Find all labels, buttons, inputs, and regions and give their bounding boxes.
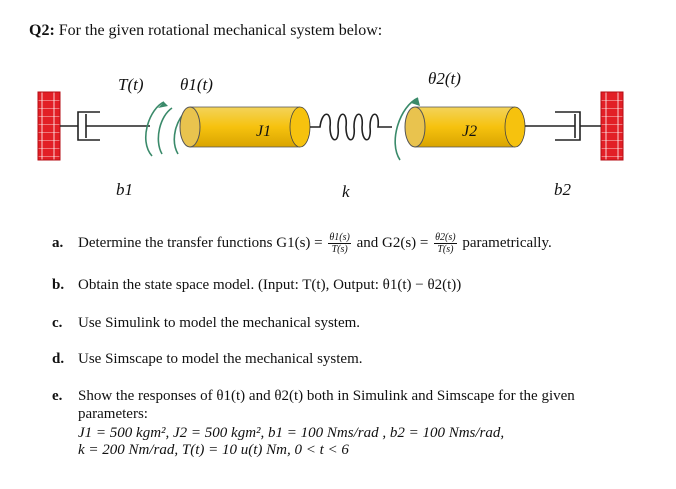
g1-numerator: θ1(s) [328, 232, 351, 244]
j2-label: J2 [462, 123, 477, 140]
inertia-j1 [179, 106, 311, 148]
item-e-label: e. [52, 388, 63, 404]
right-wall [600, 91, 624, 161]
fraction-g2: θ2(s)T(s) [434, 232, 457, 255]
item-b: b. Obtain the state space model. (Input: … [52, 276, 461, 294]
k-label: k [342, 182, 350, 201]
b2-label: b2 [554, 180, 572, 199]
item-e: e. Show the responses of θ1(t) and θ2(t) … [52, 387, 575, 405]
item-a-label: a. [52, 234, 64, 251]
damper-b2 [525, 111, 601, 141]
theta2-arrow [394, 97, 420, 161]
question-label: Q2: [29, 22, 55, 39]
item-a-post: parametrically. [462, 234, 552, 251]
fraction-g1: θ1(s)T(s) [328, 232, 351, 255]
spring-k [310, 113, 392, 141]
theta2-label: θ2(t) [428, 69, 461, 88]
item-c: c. Use Simulink to model the mechanical s… [52, 314, 360, 332]
item-d-label: d. [52, 351, 65, 367]
item-c-label: c. [52, 315, 63, 331]
question-text: For the given rotational mechanical syst… [58, 22, 383, 39]
item-b-text: Obtain the state space model. (Input: T(… [78, 277, 462, 293]
damper-b1 [60, 111, 150, 141]
item-a-mid: and G2(s) = [356, 234, 429, 251]
item-e-line4: k = 200 Nm/rad, T(t) = 10 u(t) Nm, 0 < t… [78, 442, 349, 458]
item-d-text: Use Simscape to model the mechanical sys… [78, 351, 363, 367]
item-a-pre: Determine the transfer functions G1(s) = [78, 234, 323, 251]
torque-label: T(t) [118, 75, 144, 94]
b1-label: b1 [116, 180, 133, 199]
item-d: d. Use Simscape to model the mechanical s… [52, 350, 363, 368]
item-e-line1: Show the responses of θ1(t) and θ2(t) bo… [78, 388, 575, 404]
item-b-label: b. [52, 277, 65, 293]
g2-denominator: T(s) [437, 244, 454, 255]
theta1-label: θ1(t) [180, 75, 213, 94]
question-heading: Q2: For the given rotational mechanical … [29, 22, 382, 40]
item-a: a. Determine the transfer functions G1(s)… [52, 232, 552, 255]
item-e-line2: parameters: [78, 406, 148, 422]
item-c-text: Use Simulink to model the mechanical sys… [78, 315, 361, 331]
g2-numerator: θ2(s) [434, 232, 457, 244]
j1-label: J1 [256, 123, 271, 140]
g1-denominator: T(s) [331, 244, 348, 255]
inertia-j2 [404, 106, 526, 148]
left-wall [37, 91, 61, 161]
item-e-line3: J1 = 500 kgm², J2 = 500 kgm², b1 = 100 N… [78, 425, 505, 441]
mechanical-system-diagram: T(t) θ1(t) θ2(t) J1 J2 b1 k b2 [37, 69, 624, 201]
